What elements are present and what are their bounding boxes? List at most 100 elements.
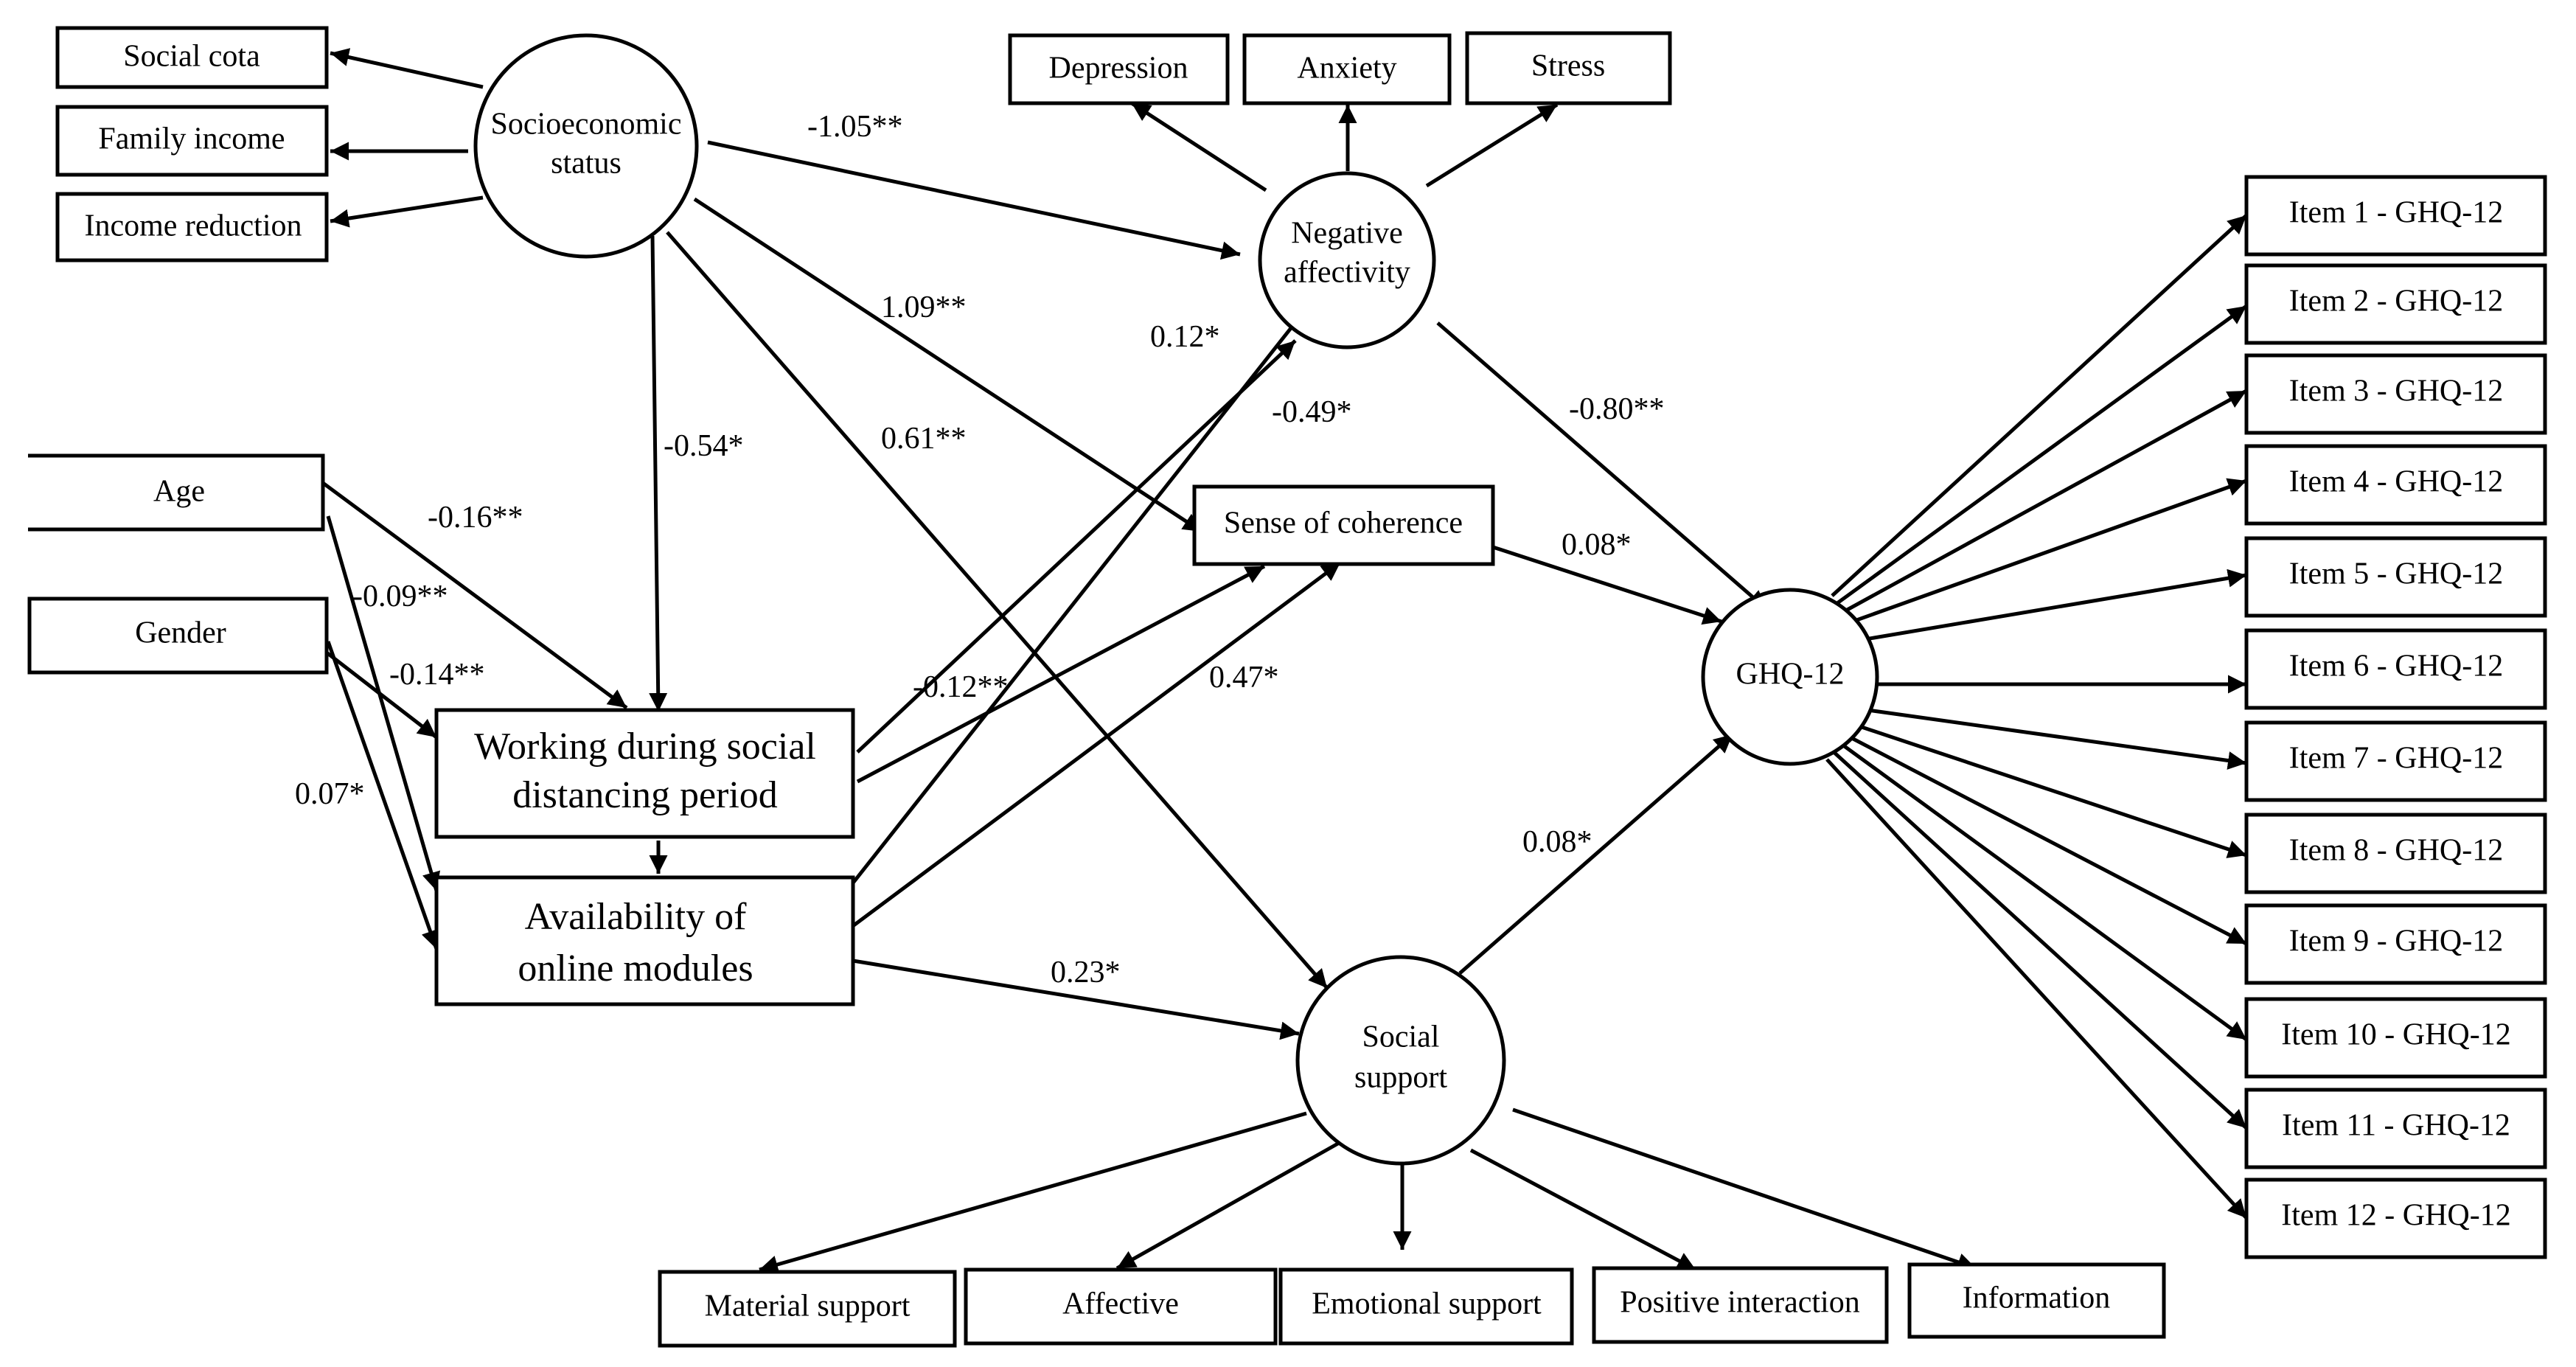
- node-sense-of-coherence: Sense of coherence: [1192, 484, 1495, 566]
- edges: [321, 48, 2248, 1274]
- node-ghq-item: Item 5 - GHQ-12: [2244, 536, 2547, 618]
- edge-support-information: [1512, 1107, 1977, 1271]
- label-depression: Depression: [1049, 52, 1188, 86]
- node-information: Information: [1907, 1262, 2166, 1339]
- node-working-during-social-distancing: Working during social distancing period: [434, 708, 855, 839]
- label-ghq-item: Item 6 - GHQ-12: [2289, 650, 2503, 684]
- label-material: Material support: [705, 1290, 911, 1323]
- node-material-support: Material support: [658, 1270, 957, 1348]
- coef-gender-working: -0.14**: [389, 658, 485, 692]
- node-family-income: Family income: [55, 105, 329, 177]
- coef-age-working: -0.16**: [428, 501, 523, 535]
- edge-support-material: [759, 1111, 1307, 1274]
- edge-ses-soc: [693, 197, 1203, 534]
- coef-age-online: -0.09**: [352, 580, 448, 613]
- coef-negaff-ghq: -0.80**: [1569, 392, 1665, 426]
- label-affective: Affective: [1062, 1287, 1179, 1321]
- label-ghq-item: Item 3 - GHQ-12: [2289, 375, 2503, 408]
- edge-ses-support: [666, 231, 1329, 989]
- coef-online-soc: 0.47*: [1209, 661, 1279, 695]
- label-ghq-item: Item 12 - GHQ-12: [2281, 1199, 2510, 1233]
- coef-online-support: 0.23*: [1051, 956, 1121, 989]
- node-ghq-item: Item 11 - GHQ-12: [2244, 1088, 2547, 1169]
- edge-ghq-item-1: [1831, 214, 2248, 597]
- coef-support-ghq: 0.08*: [1522, 825, 1592, 859]
- label-stress: Stress: [1531, 49, 1605, 83]
- label-age: Age: [153, 475, 205, 509]
- edge-ses-working: [649, 235, 668, 712]
- label-gender: Gender: [135, 616, 226, 650]
- edge-ghq-item-12: [1825, 758, 2248, 1220]
- edge-age-online: [326, 515, 441, 891]
- coef-ses-negaff: -1.05**: [807, 110, 903, 144]
- coef-ses-support: 0.61**: [881, 422, 967, 456]
- edge-age-working: [321, 481, 628, 710]
- edge-gender-working: [325, 651, 438, 739]
- edge-negaff-depression: [1130, 101, 1267, 192]
- label-online-line-2: online modules: [518, 947, 753, 989]
- node-depression: Depression: [1008, 33, 1230, 105]
- node-ghq-item: Item 1 - GHQ-12: [2244, 175, 2547, 257]
- label-negaff-line-1: Negative: [1291, 217, 1403, 251]
- ghq-item-boxes: Item 1 - GHQ-12 Item 2 - GHQ-12 Item 3 -…: [2244, 175, 2547, 1259]
- node-ghq-item: Item 3 - GHQ-12: [2244, 353, 2547, 435]
- node-social-cota: Social cota: [55, 26, 329, 89]
- label-anxiety: Anxiety: [1297, 52, 1396, 86]
- coef-gender-online: 0.07*: [295, 777, 365, 811]
- edge-working-soc: [856, 564, 1266, 784]
- node-ghq-item: Item 12 - GHQ-12: [2244, 1178, 2547, 1259]
- edge-online-soc: [852, 560, 1342, 928]
- label-ses-line-2: status: [551, 147, 622, 181]
- coef-ses-soc: 1.09**: [881, 291, 967, 324]
- label-ghq-item: Item 7 - GHQ-12: [2289, 742, 2503, 776]
- label-online-line-1: Availability of: [525, 896, 748, 938]
- edge-ghq-item-3: [1842, 389, 2248, 614]
- label-working-line-2: distancing period: [512, 774, 778, 816]
- node-socioeconomic-status: Socioeconomic status: [473, 33, 699, 259]
- label-ghq-item: Item 1 - GHQ-12: [2289, 196, 2503, 230]
- label-ghq-item: Item 9 - GHQ-12: [2289, 925, 2503, 959]
- label-ghq-item: Item 5 - GHQ-12: [2289, 557, 2503, 591]
- label-support-line-2: support: [1354, 1061, 1447, 1095]
- label-ghq-item: Item 8 - GHQ-12: [2289, 834, 2503, 868]
- edge-ses-social-cota: [330, 48, 484, 89]
- label-ghq-item: Item 4 - GHQ-12: [2289, 465, 2503, 499]
- coef-online-negaff: -0.49*: [1272, 395, 1352, 429]
- label-negaff-line-2: affectivity: [1284, 256, 1410, 290]
- edge-ses-negaff: [707, 140, 1241, 260]
- node-ghq-item: Item 9 - GHQ-12: [2244, 903, 2547, 985]
- edge-support-affective: [1115, 1139, 1343, 1270]
- label-working-line-1: Working during social: [474, 726, 816, 768]
- edge-ghq-item-7: [1851, 706, 2247, 770]
- edge-soc-ghq: [1492, 545, 1722, 625]
- edge-online-negaff: [850, 302, 1312, 886]
- node-ghq-item: Item 4 - GHQ-12: [2244, 444, 2547, 526]
- node-social-support: Social support: [1295, 955, 1506, 1166]
- edge-ghq-item-8: [1848, 720, 2247, 858]
- node-affective: Affective: [964, 1267, 1278, 1346]
- coef-working-soc: -0.12**: [913, 670, 1009, 704]
- edge-online-support: [852, 959, 1300, 1040]
- edge-negaff-ghq: [1436, 321, 1768, 611]
- node-negative-affectivity: Negative affectivity: [1258, 171, 1436, 349]
- node-ghq-item: Item 10 - GHQ-12: [2244, 997, 2547, 1079]
- edge-ghq-item-9: [1842, 731, 2248, 946]
- coef-soc-ghq: 0.08*: [1562, 528, 1632, 562]
- node-ghq-12: GHQ-12: [1701, 588, 1879, 766]
- label-ghq-item: Item 10 - GHQ-12: [2281, 1018, 2510, 1052]
- label-family-income: Family income: [98, 122, 285, 156]
- label-ses-line-1: Socioeconomic: [491, 108, 682, 142]
- label-ghq: GHQ-12: [1736, 658, 1845, 692]
- node-anxiety: Anxiety: [1242, 33, 1452, 105]
- edge-ses-income-reduction: [330, 195, 484, 228]
- node-ghq-item: Item 7 - GHQ-12: [2244, 720, 2547, 802]
- node-income-reduction: Income reduction: [55, 192, 329, 262]
- label-emotional: Emotional support: [1312, 1287, 1542, 1321]
- node-ghq-item: Item 2 - GHQ-12: [2244, 263, 2547, 345]
- coef-ses-working: -0.54*: [664, 429, 744, 463]
- label-income-reduction: Income reduction: [84, 209, 302, 243]
- edge-ghq-item-4: [1848, 478, 2247, 625]
- node-stress: Stress: [1465, 31, 1672, 105]
- label-support-line-1: Social: [1362, 1020, 1440, 1054]
